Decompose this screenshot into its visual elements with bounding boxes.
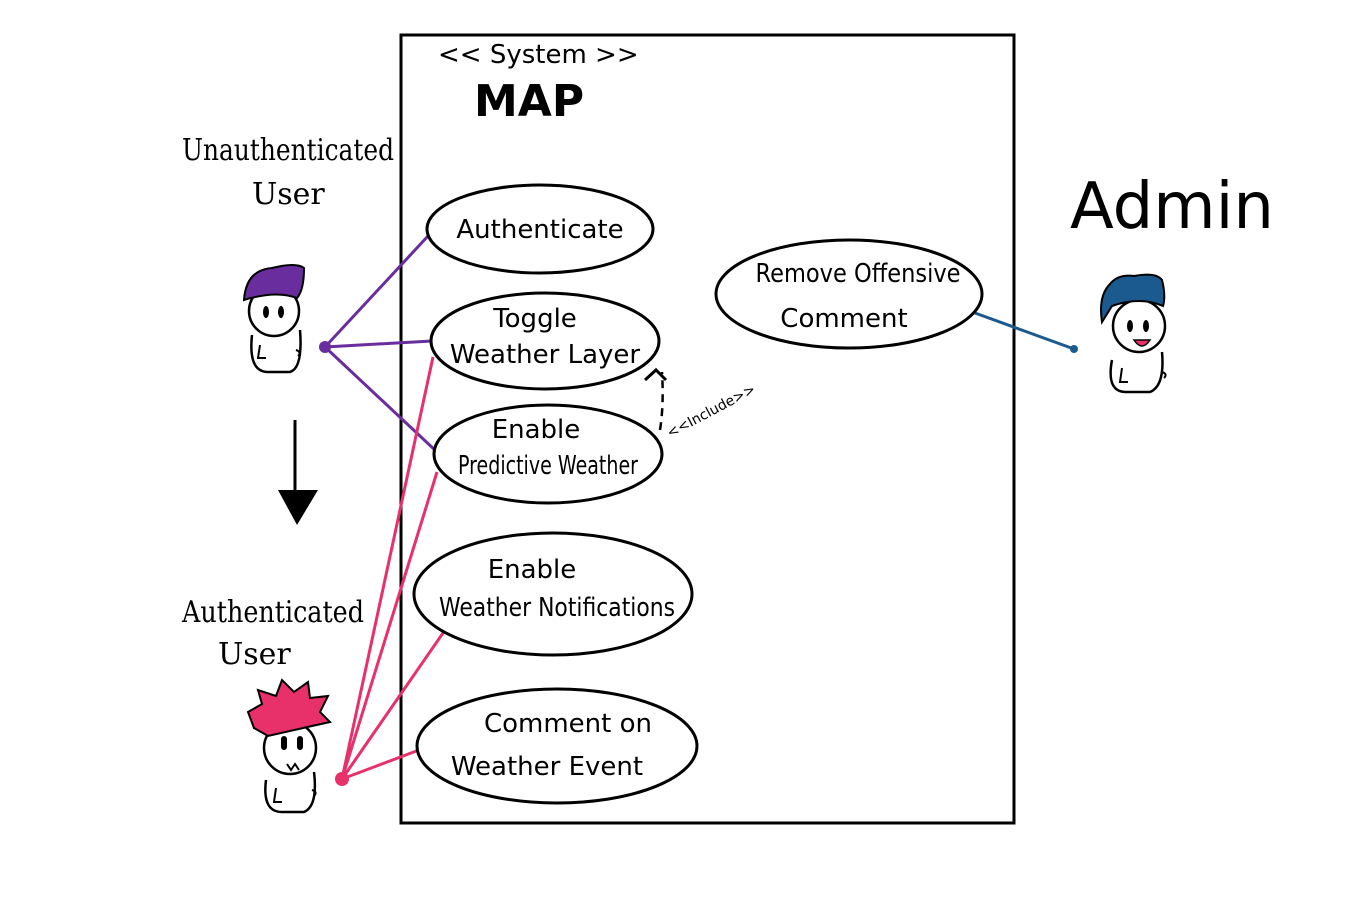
use-case-notifications-line2: Weather Notifications xyxy=(439,593,675,623)
admin-junction xyxy=(1070,345,1078,353)
assoc-auth-notifications xyxy=(340,632,445,780)
authenticated-associations xyxy=(340,356,445,781)
actor-transition-arrow xyxy=(278,420,318,525)
use-case-remove-line2: Comment xyxy=(780,304,907,334)
use-case-weather-notifications: Enable Weather Notifications xyxy=(412,531,694,657)
use-case-comment-line1: Comment on xyxy=(484,709,652,739)
use-case-predictive-weather: Enable Predictive Weather xyxy=(432,403,664,505)
assoc-auth-toggle xyxy=(340,356,435,780)
use-case-toggle-line1: Toggle xyxy=(492,304,577,334)
assoc-unauth-toggle xyxy=(324,339,433,349)
authenticated-junction xyxy=(335,772,349,786)
authenticated-hair-icon xyxy=(246,678,332,738)
use-case-toggle-weather-layer: Toggle Weather Layer xyxy=(429,291,661,391)
assoc-unauth-predictive xyxy=(323,345,438,453)
admin-hair-icon xyxy=(1100,273,1166,325)
assoc-unauth-authenticate xyxy=(323,234,430,349)
system-stereotype: << System >> xyxy=(438,40,639,70)
system-boundary xyxy=(399,33,1016,825)
use-case-remove-offensive-comment: Remove Offensive Comment xyxy=(714,238,984,350)
unauthenticated-user-avatar xyxy=(242,264,306,374)
unauthenticated-junction xyxy=(319,341,331,353)
admin-avatar xyxy=(1100,273,1167,394)
system-name: MAP xyxy=(474,76,584,127)
use-case-comment-weather-event: Comment on Weather Event xyxy=(415,687,699,805)
use-case-predictive-line2: Predictive Weather xyxy=(458,451,638,481)
use-case-notifications-line1: Enable xyxy=(488,555,577,585)
authenticated-user-label-line2: User xyxy=(218,637,291,672)
admin-label: Admin xyxy=(1070,170,1274,244)
authenticated-user-label-line1: Authenticated xyxy=(181,595,364,630)
authenticated-user-avatar xyxy=(246,678,332,814)
unauthenticated-user-label-line1: Unauthenticated xyxy=(182,133,394,168)
unauthenticated-hair-icon xyxy=(242,264,306,302)
use-case-toggle-line2: Weather Layer xyxy=(450,340,641,370)
use-case-authenticate: Authenticate xyxy=(425,183,655,275)
use-case-remove-line1: Remove Offensive xyxy=(756,259,961,289)
use-case-comment-line2: Weather Event xyxy=(451,752,643,782)
use-case-predictive-line1: Enable xyxy=(492,415,581,445)
unauthenticated-user-label-line2: User xyxy=(252,177,325,212)
assoc-admin-remove xyxy=(974,311,1075,351)
include-label: <<Include>> xyxy=(664,381,758,441)
include-arrow xyxy=(643,367,668,431)
use-case-authenticate-label: Authenticate xyxy=(456,215,623,245)
assoc-auth-predictive xyxy=(340,471,439,780)
assoc-auth-comment xyxy=(341,748,420,781)
